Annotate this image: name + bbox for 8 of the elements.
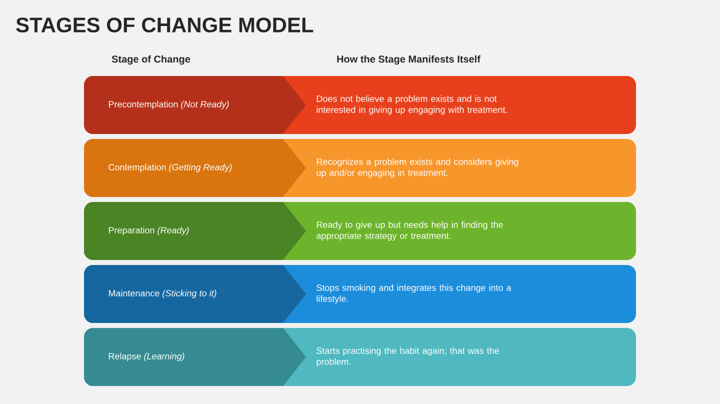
title: STAGES OF CHANGE MODEL	[16, 18, 314, 32]
stage-label-panel: Maintenance (Sticking to it)	[84, 265, 306, 323]
column-header: Stage of Change	[112, 55, 190, 65]
stage-label-panel: Preparation (Ready)	[84, 202, 306, 260]
stage-label-panel: Contemplation (Getting Ready)	[84, 139, 306, 197]
stage-label-panel: Precontemplation (Not Ready)	[84, 76, 306, 134]
column-header: How the Stage Manifests Itself	[337, 55, 480, 65]
stage-label-panel: Relapse (Learning)	[84, 328, 306, 386]
